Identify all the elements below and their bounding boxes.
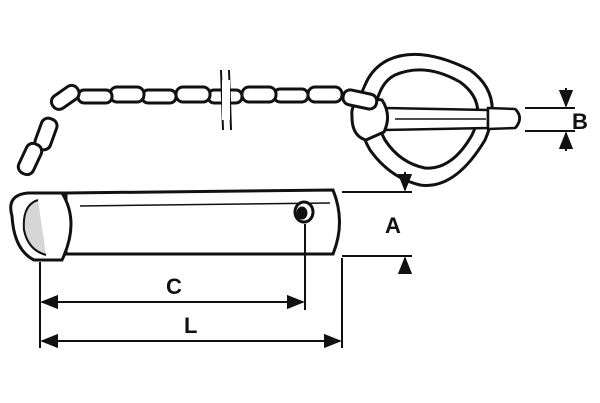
chain bbox=[16, 69, 379, 177]
chain-link bbox=[272, 87, 310, 104]
pin-shank bbox=[64, 188, 341, 256]
dim-l-label: L bbox=[184, 313, 197, 338]
chain-link bbox=[49, 83, 81, 111]
chain-link bbox=[140, 88, 178, 105]
chain-link bbox=[174, 85, 212, 104]
dim-a-label: A bbox=[385, 213, 401, 238]
chain-link bbox=[108, 85, 146, 104]
main-pin bbox=[9, 188, 341, 262]
dim-c-label: C bbox=[166, 274, 182, 299]
linch-pin bbox=[350, 52, 521, 187]
chain-link bbox=[76, 88, 114, 105]
chain-link bbox=[16, 141, 44, 177]
chain-link bbox=[240, 85, 278, 104]
dimensions bbox=[39, 88, 575, 349]
dim-b-label: B bbox=[572, 109, 588, 134]
chain-link bbox=[306, 85, 344, 104]
